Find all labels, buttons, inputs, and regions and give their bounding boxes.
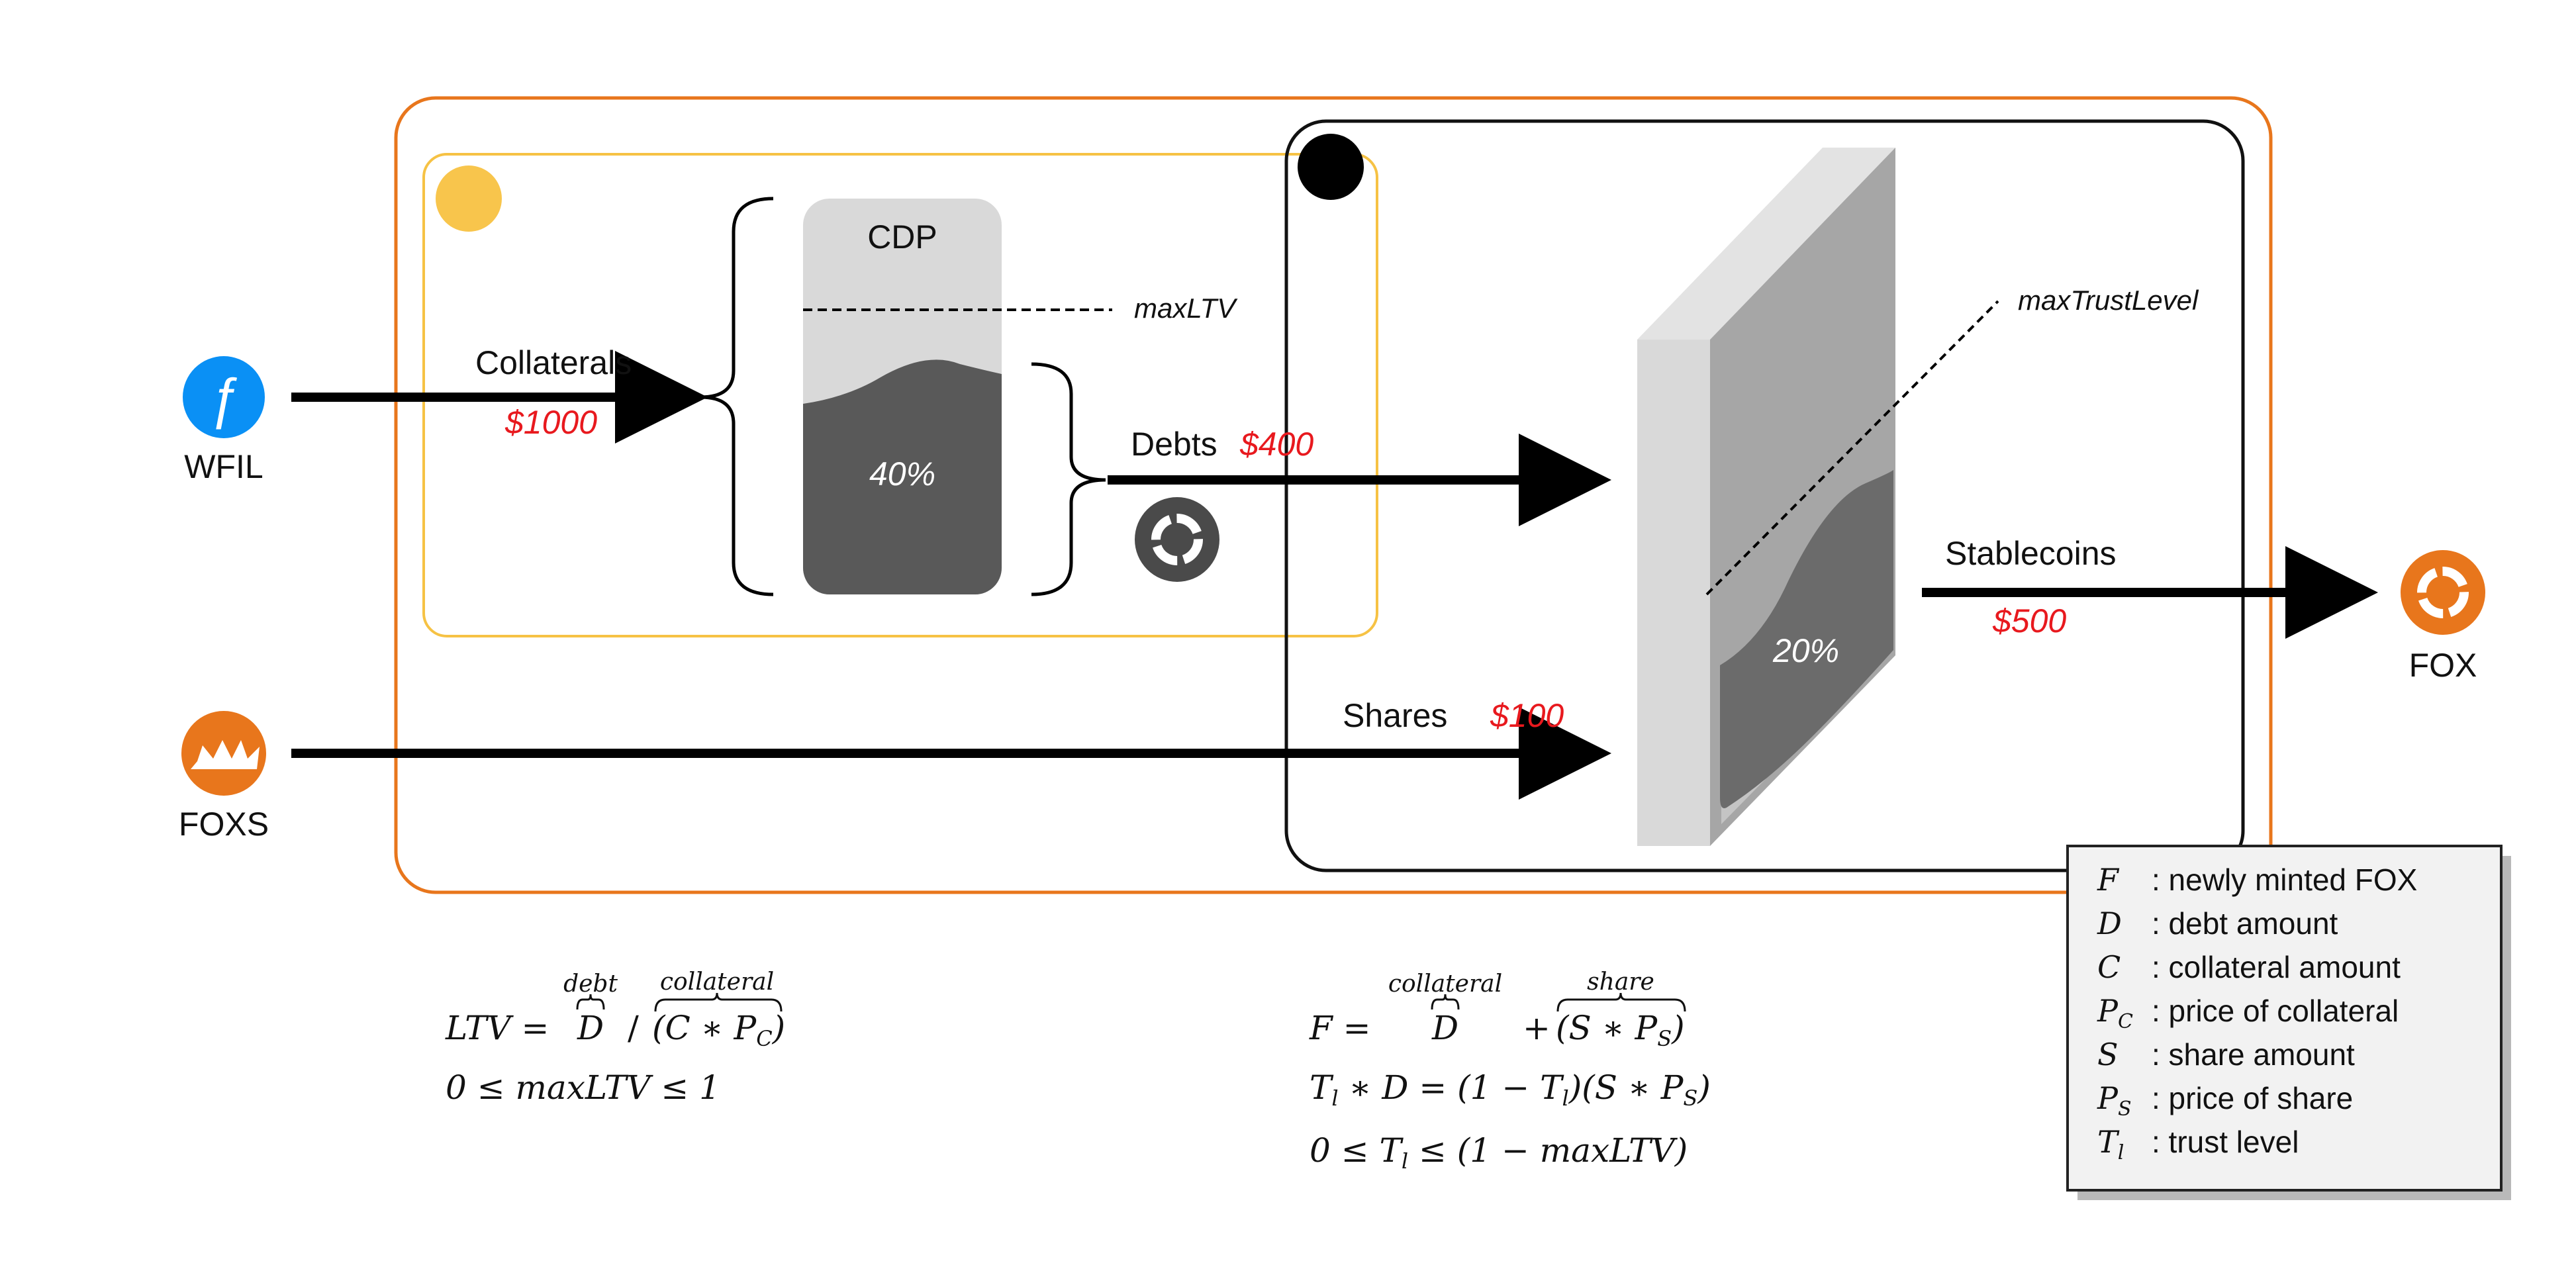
legend-description: : debt amount (2152, 906, 2338, 941)
trust-group-marker (1298, 134, 1364, 200)
fox-share-brace (1556, 992, 1686, 1012)
stablecoins-amount: $500 (1992, 602, 2066, 639)
cdp-debt-fill (803, 359, 1002, 594)
legend-description: : collateral amount (2152, 950, 2401, 984)
fox-brace-label-share: share (1587, 968, 1654, 996)
collaterals-label: Collaterals (475, 344, 632, 381)
filecoin-glyph: ƒ (209, 367, 240, 430)
vault-front-face (1637, 340, 1710, 846)
wfil-label: WFIL (184, 448, 263, 485)
fox-token-icon (2401, 550, 2485, 635)
svg-text:F = D + (S ∗: F = D + (S ∗ PS) (1309, 1009, 1685, 1051)
legend-description: : trust level (2152, 1125, 2299, 1159)
ltv-divide: / (628, 1009, 639, 1047)
cdp-group-marker (436, 165, 502, 232)
cdp-container: CDP 40% (803, 199, 1002, 594)
max-trust-label: maxTrustLevel (2018, 285, 2199, 316)
legend-description: : newly minted FOX (2152, 863, 2417, 897)
legend-symbol: PS (2097, 1080, 2132, 1121)
legend-symbol: F (2097, 862, 2120, 898)
collateral-brace (700, 197, 774, 596)
shares-amount: $100 (1490, 697, 1564, 734)
vault-fill-percent: 20% (1772, 632, 1839, 669)
wfil-token: ƒ WFIL (183, 356, 265, 485)
foxs-label: FOXS (179, 806, 269, 843)
fox-formula: collateral share F = D + (S ∗ PS) Tl ∗ D… (1309, 968, 1711, 1174)
max-trust-line (1705, 300, 1999, 596)
debt-token-icon (1135, 497, 1219, 582)
filecoin-icon (183, 356, 265, 438)
fox-share-sub: S (1657, 1026, 1672, 1051)
legend-symbol: D (2097, 906, 2122, 941)
svg-text:LTV = D / (C: LTV = D / (C ∗ PC) (445, 1009, 785, 1051)
trust-group-frame (1284, 119, 2245, 872)
fox-lhs: F = (1309, 1009, 1370, 1047)
ltv-range: 0 ≤ maxLTV ≤ 1 (446, 1068, 720, 1107)
shares-label: Shares (1343, 697, 1447, 734)
legend-description: : share amount (2152, 1037, 2355, 1072)
ltv-lhs: LTV = (445, 1009, 549, 1047)
legend-description: : price of collateral (2152, 994, 2399, 1028)
foxs-token: FOXS (179, 711, 269, 843)
stablecoins-label: Stablecoins (1945, 535, 2117, 572)
legend-symbol: Tl (2097, 1124, 2124, 1164)
vault-top-face (1637, 148, 1895, 340)
ltv-collateral-expr: (C ∗ P (652, 1009, 757, 1047)
flame-glyph (191, 740, 260, 769)
cdp-title: CDP (867, 218, 937, 256)
fox-token-inner-ring (2417, 567, 2469, 618)
ltv-brace-label-debt: debt (563, 970, 618, 998)
ltv-collateral-sub: C (756, 1026, 772, 1051)
legend-panel (2066, 845, 2503, 1192)
debts-amount: $400 (1239, 426, 1313, 463)
collaterals-amount: $1000 (504, 404, 597, 441)
fox-debt-var: D (1431, 1009, 1458, 1047)
trust-vault: 20% (1637, 148, 1895, 846)
cdp-fill-percent: 40% (869, 455, 935, 492)
ltv-formula: debt collateral LTV = D / (C ∗ PC) 0 ≤ m… (445, 968, 785, 1107)
legend-description: : price of share (2152, 1081, 2353, 1115)
ltv-brace-label-collateral: collateral (660, 968, 774, 996)
legend-symbol: S (2097, 1037, 2119, 1072)
ltv-collateral-brace (654, 992, 783, 1012)
ltv-debt-var: D (577, 1009, 604, 1047)
ltv-collateral-close: ) (772, 1009, 786, 1047)
legend-symbol: C (2097, 949, 2121, 985)
fox-label: FOX (2409, 647, 2477, 684)
fox-trust-range: 0 ≤ Tl ≤ (1 − maxLTV) (1310, 1131, 1688, 1174)
fox-token: FOX (2401, 550, 2485, 684)
fox-collateral-brace (1431, 994, 1460, 1010)
protocol-group-frame (394, 96, 2273, 894)
fox-share-close: ) (1671, 1009, 1685, 1047)
max-ltv-label: maxLTV (1134, 293, 1238, 324)
legend-symbol: PC (2097, 993, 2133, 1033)
ltv-debt-brace (576, 994, 605, 1010)
fox-brace-label-collateral: collateral (1388, 970, 1502, 998)
fox-share-expr: (S ∗ P (1556, 1009, 1658, 1047)
fox-plus: + (1523, 1009, 1550, 1047)
fox-trust-equation: Tl ∗ D = (1 − Tl)(S ∗ PS) (1310, 1068, 1711, 1111)
vault-trust-fill (1720, 470, 1893, 808)
debt-brace (1031, 362, 1106, 596)
debts-label: Debts (1131, 426, 1217, 463)
